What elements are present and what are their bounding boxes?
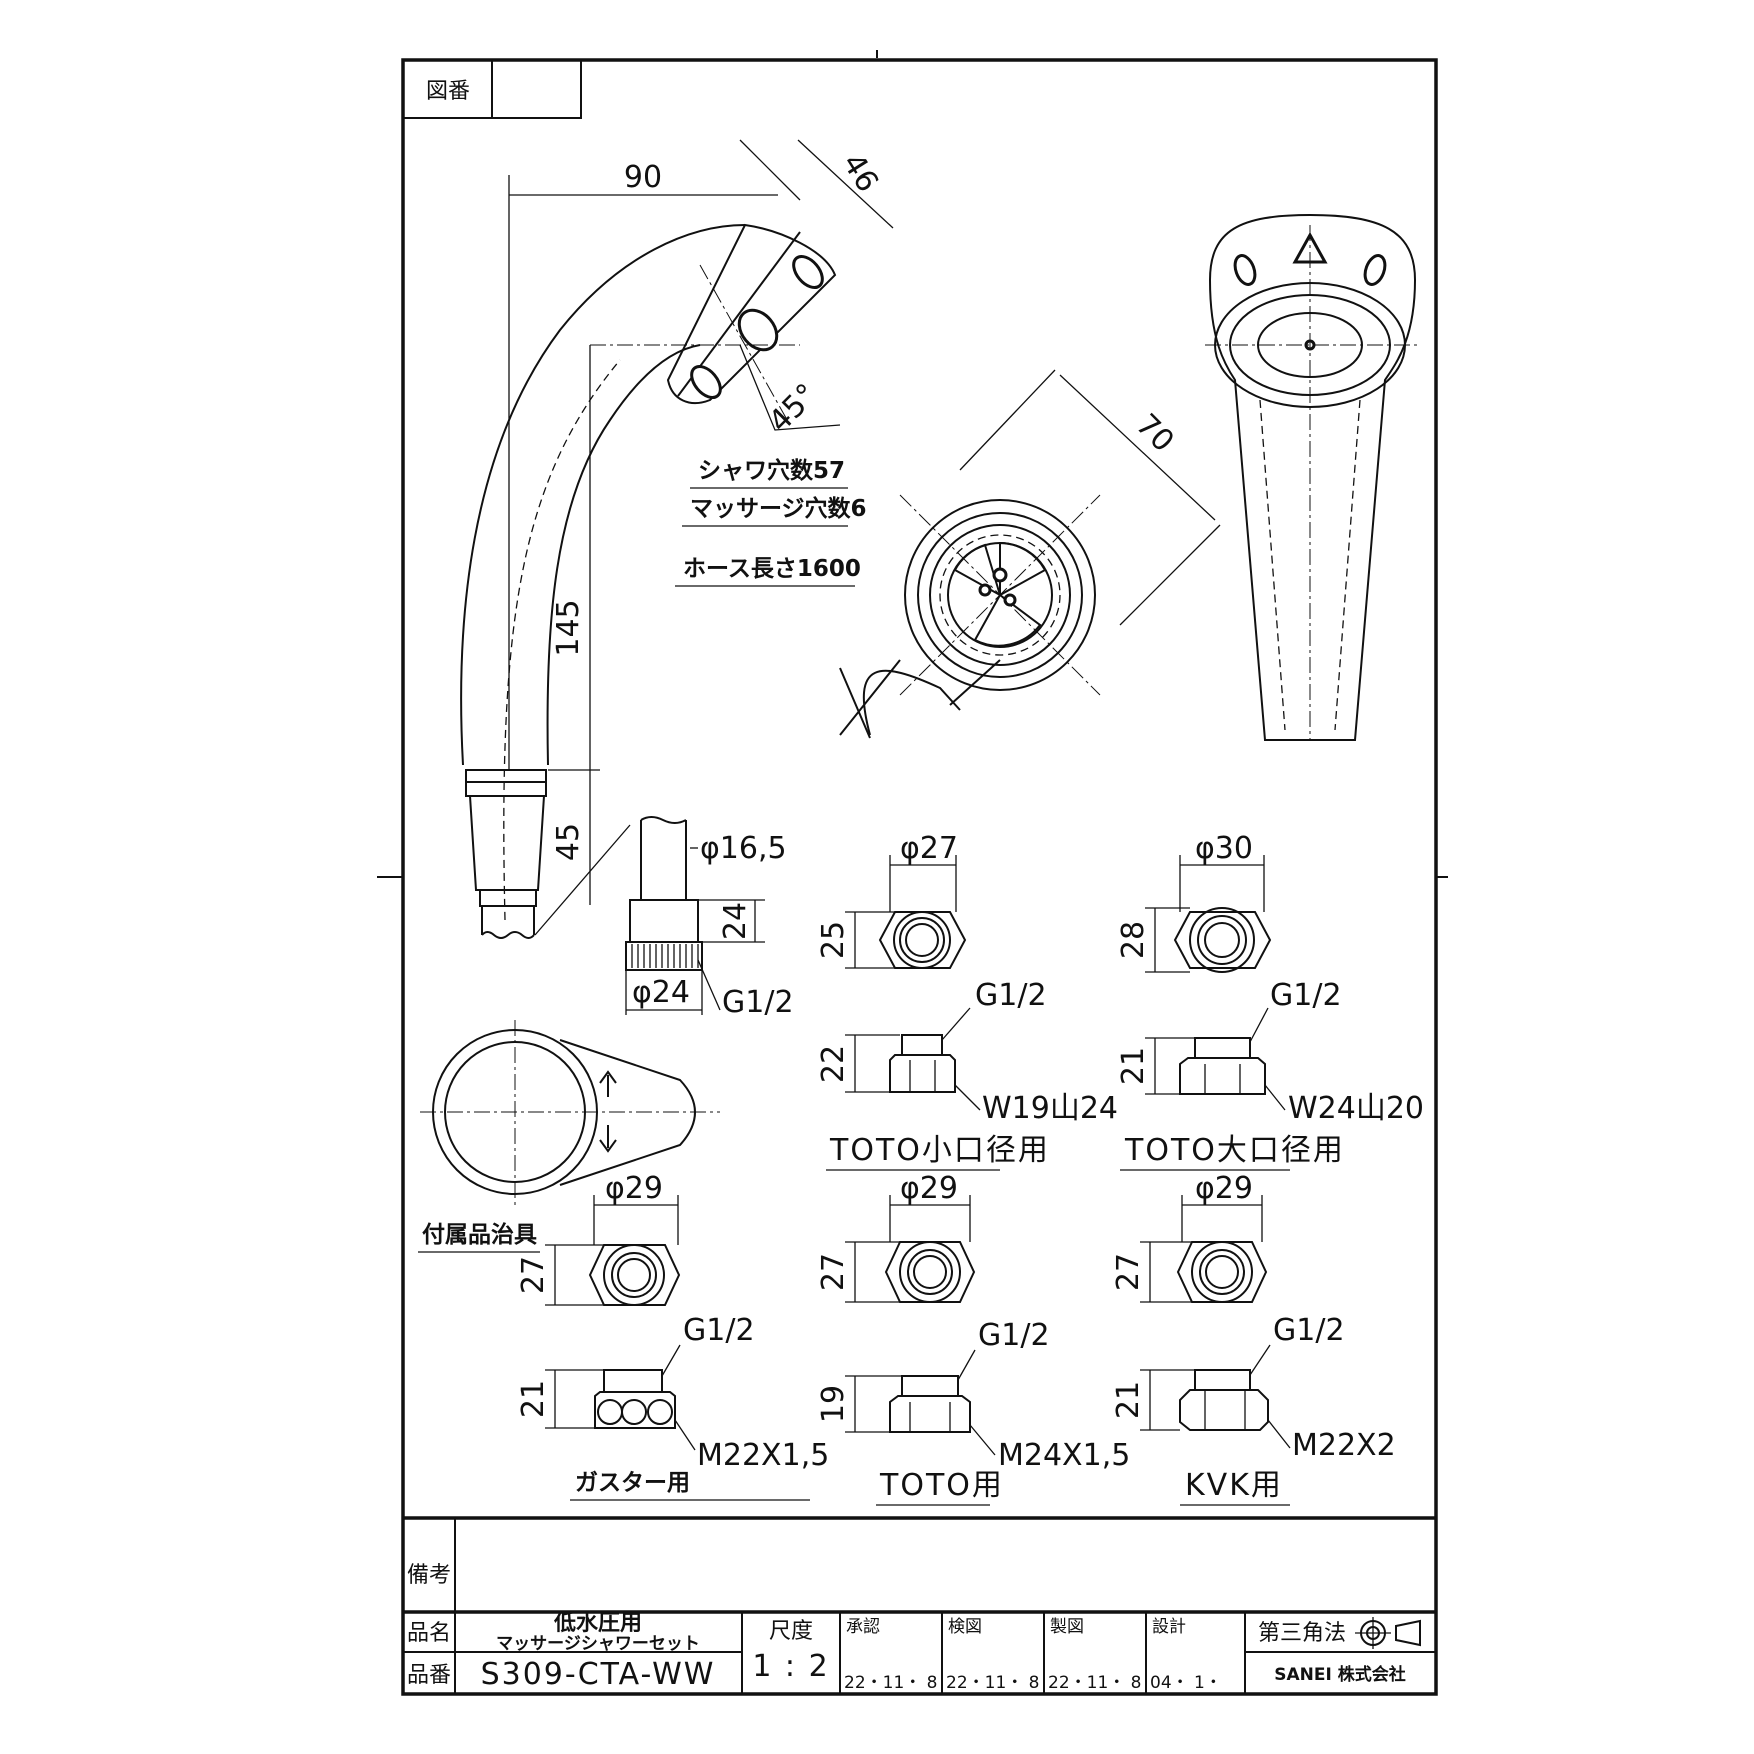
- adapter-height-side: 21: [1116, 1047, 1151, 1085]
- dim-head-depth: 46: [835, 147, 885, 198]
- shower-head-side-view: 90 46 45° 145 45: [460, 139, 894, 939]
- checked-date: 22・11・ 8: [946, 1673, 1039, 1693]
- approved-date: 22・11・ 8: [844, 1673, 937, 1693]
- adapter-thread-bottom: W19山24: [982, 1091, 1118, 1126]
- design-date: 04・ 1・: [1150, 1673, 1222, 1693]
- note-massage-holes: マッサージ穴数6: [690, 495, 867, 522]
- adapter-height-top: 27: [1111, 1253, 1146, 1291]
- hose-diameter: φ16,5: [700, 831, 787, 866]
- dim-grip: 45: [551, 823, 586, 861]
- adapter-thread-top: G1/2: [978, 1318, 1050, 1353]
- adapter-kvk: φ29 27 21 G1/2 M22X2 KVK用: [1111, 1171, 1396, 1506]
- adapter-thread-bottom: M22X2: [1292, 1428, 1396, 1463]
- drawn-date: 22・11・ 8: [1048, 1673, 1141, 1693]
- product-name-line1: 低水圧用: [553, 1611, 642, 1636]
- adapter-height-side: 21: [1111, 1381, 1146, 1419]
- massage-nozzle: [737, 308, 779, 352]
- sheet-border: [401, 58, 1438, 1696]
- adapter-toto-large: φ30 28 21 G1/2 W24山20 TOTO大口径用: [1116, 831, 1424, 1171]
- adapter-thread-top: G1/2: [683, 1313, 755, 1348]
- centering-marks: [377, 50, 1448, 878]
- approved-label: 承認: [846, 1617, 880, 1637]
- adapter-label: ガスター用: [575, 1470, 690, 1496]
- shower-face-view: 70: [839, 369, 1221, 739]
- adapter-diameter: φ30: [1195, 831, 1253, 866]
- adapter-label: KVK用: [1185, 1468, 1283, 1503]
- design-label: 設計: [1152, 1617, 1186, 1637]
- adapter-height-side: 19: [816, 1385, 851, 1423]
- adapter-height-top: 27: [516, 1256, 551, 1294]
- adapter-diameter: φ27: [900, 831, 958, 866]
- adapter-height-side: 22: [816, 1045, 851, 1083]
- face-segment: [973, 593, 1042, 647]
- adapter-height-top: 27: [816, 1253, 851, 1291]
- adapter-height-side: 21: [516, 1380, 551, 1418]
- dim-height: 145: [551, 599, 586, 656]
- scale-value: 1 : 2: [752, 1649, 829, 1684]
- spec-notes: シャワ穴数57 マッサージ穴数6 ホース長さ1600: [675, 457, 867, 587]
- checked-label: 検図: [948, 1617, 982, 1637]
- third-angle-projection-icon: [1355, 1617, 1421, 1649]
- accessory-tool: 付属品治具: [418, 1020, 720, 1253]
- massage-nozzle: [792, 255, 824, 289]
- adapter-thread-top: G1/2: [1270, 978, 1342, 1013]
- product-number: S309-CTA-WW: [481, 1657, 716, 1692]
- arrow-up-icon: [599, 1070, 617, 1097]
- product-number-label: 品番: [407, 1663, 451, 1688]
- product-name-line2: マッサージシャワーセット: [496, 1634, 700, 1654]
- face-segment: [953, 543, 1002, 598]
- projection-label: 第三角法: [1258, 1621, 1346, 1646]
- dim-width: 90: [624, 160, 662, 195]
- adapter-diameter: φ29: [900, 1171, 958, 1206]
- adapter-thread-bottom: W24山20: [1288, 1091, 1424, 1126]
- adapter-label: TOTO大口径用: [1124, 1133, 1345, 1168]
- adapter-thread-bottom: M24X1,5: [998, 1438, 1130, 1473]
- adapter-diameter: φ29: [1195, 1171, 1253, 1206]
- adapter-label: TOTO用: [879, 1468, 1004, 1503]
- drawing-number-box: 図番: [402, 59, 582, 119]
- note-shower-holes: シャワ穴数57: [698, 457, 845, 484]
- arrow-down-icon: [599, 1125, 617, 1153]
- remarks-label: 備考: [407, 1563, 451, 1588]
- product-name-label: 品名: [407, 1621, 451, 1646]
- hose-end-view: φ16,5 24 φ24 G1/2: [625, 816, 794, 1020]
- adapter-toto-small: φ27 25 22 G1/2 W19山24 TOTO小口径用: [816, 831, 1118, 1171]
- note-hose-length: ホース長さ1600: [683, 556, 861, 582]
- adapter-gastar: φ29 27 21 G1/2 M22X1,5 ガスター用: [516, 1171, 829, 1501]
- adapter-thread-top: G1/2: [1273, 1313, 1345, 1348]
- adapter-thread-top: G1/2: [975, 978, 1047, 1013]
- adapter-label: TOTO小口径用: [829, 1133, 1050, 1168]
- company-name: SANEI 株式会社: [1274, 1664, 1405, 1685]
- title-block: 備考 品名 低水圧用 マッサージシャワーセット 品番 S309-CTA-WW 尺…: [403, 1516, 1436, 1694]
- scale-label: 尺度: [769, 1619, 813, 1644]
- face-segment: [999, 541, 1047, 597]
- adapter-toto: φ29 27 19 G1/2 M24X1,5 TOTO用: [816, 1171, 1130, 1506]
- hose-end-length: 24: [718, 902, 753, 940]
- adapter-height-top: 25: [816, 921, 851, 959]
- drawing-number-label: 図番: [426, 79, 470, 104]
- adapter-diameter: φ29: [605, 1171, 663, 1206]
- adapter-height-top: 28: [1116, 921, 1151, 959]
- accessory-tool-label: 付属品治具: [422, 1221, 537, 1248]
- drawn-label: 製図: [1050, 1617, 1084, 1637]
- dim-angle: 45°: [762, 377, 824, 439]
- adapter-thread-bottom: M22X1,5: [697, 1438, 829, 1473]
- shower-rear-view: [1205, 213, 1420, 741]
- massage-nozzle: [690, 365, 722, 399]
- hose-nut-diameter: φ24: [632, 975, 690, 1010]
- hose-thread: G1/2: [722, 985, 794, 1020]
- dim-face-diameter: 70: [1129, 407, 1181, 459]
